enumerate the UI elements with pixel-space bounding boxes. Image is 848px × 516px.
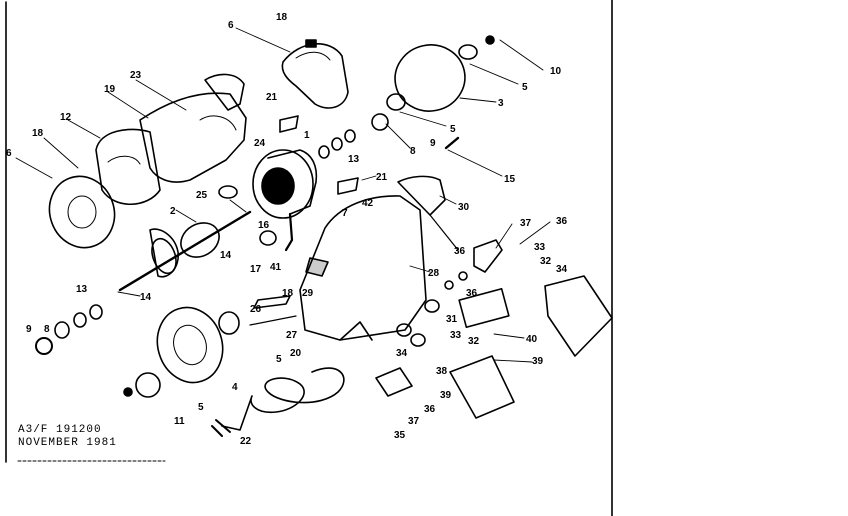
switch-cover-lower — [449, 355, 515, 419]
callout-41: 41 — [270, 262, 282, 273]
callout-36: 36 — [556, 216, 568, 227]
switch-cover-upper — [544, 275, 613, 357]
callout-34: 34 — [556, 264, 568, 275]
callout-36: 36 — [454, 246, 466, 257]
guard-housing — [139, 92, 247, 183]
callout-16: 16 — [258, 220, 270, 231]
callout-9: 9 — [26, 324, 32, 335]
switch-bracket — [473, 239, 503, 273]
callout-36: 36 — [466, 288, 478, 299]
callout-39: 39 — [532, 356, 544, 367]
callout-1: 1 — [304, 130, 310, 141]
callout-23: 23 — [130, 70, 142, 81]
callout-7: 7 — [342, 208, 348, 219]
callout-19: 19 — [104, 84, 116, 95]
callout-21: 21 — [266, 92, 278, 103]
callout-20: 20 — [290, 348, 302, 359]
callout-38: 38 — [436, 366, 448, 377]
callout-37: 37 — [520, 218, 532, 229]
callout-37: 37 — [408, 416, 420, 427]
motor-rotor — [180, 222, 220, 258]
callout-26: 26 — [250, 304, 262, 315]
callout-39: 39 — [440, 390, 452, 401]
callout-33: 33 — [534, 242, 546, 253]
callout-18: 18 — [32, 128, 44, 139]
callout-27: 27 — [286, 330, 298, 341]
callout-15: 15 — [504, 174, 516, 185]
callout-9: 9 — [430, 138, 436, 149]
right-grinding-wheel — [394, 44, 466, 112]
callout-36: 36 — [424, 404, 436, 415]
callout-12: 12 — [60, 112, 72, 123]
part-callouts: 18 6 10 5 3 23 19 12 18 6 21 1 24 9 8 5 … — [6, 12, 568, 447]
callout-18: 18 — [276, 12, 288, 23]
motor-stator — [252, 149, 314, 219]
document-date: NOVEMBER 1981 — [18, 437, 117, 449]
callout-13: 13 — [348, 154, 360, 165]
callout-33: 33 — [450, 330, 462, 341]
callout-5: 5 — [276, 354, 282, 365]
callout-30: 30 — [458, 202, 470, 213]
callout-11: 11 — [174, 416, 185, 427]
callout-3: 3 — [498, 98, 504, 109]
document-code: A3/F 191200 — [18, 424, 102, 436]
callout-8: 8 — [44, 324, 50, 335]
callout-5: 5 — [450, 124, 456, 135]
left-grinding-wheel — [48, 175, 116, 249]
callout-22: 22 — [240, 436, 252, 447]
callout-40: 40 — [526, 334, 538, 345]
callout-14: 14 — [140, 292, 152, 303]
callout-13: 13 — [76, 284, 88, 295]
callout-32: 32 — [540, 256, 552, 267]
callout-18: 18 — [282, 288, 294, 299]
callout-21: 21 — [376, 172, 388, 183]
callout-5: 5 — [198, 402, 204, 413]
callout-34: 34 — [396, 348, 408, 359]
left-wheel-guard — [95, 128, 161, 205]
callout-14: 14 — [220, 250, 232, 261]
callout-25: 25 — [196, 190, 208, 201]
switch-plate — [458, 287, 510, 329]
motor-base-housing — [299, 195, 427, 341]
callout-32: 32 — [468, 336, 480, 347]
callout-17: 17 — [250, 264, 262, 275]
callout-4: 4 — [232, 382, 238, 393]
callout-42: 42 — [362, 198, 374, 209]
rotor-shaft — [118, 210, 252, 292]
callout-2: 2 — [170, 206, 176, 217]
callout-6: 6 — [228, 20, 234, 31]
power-cord — [221, 367, 345, 431]
callout-24: 24 — [254, 138, 266, 149]
callout-6: 6 — [6, 148, 12, 159]
callout-8: 8 — [410, 146, 416, 157]
callout-10: 10 — [550, 66, 562, 77]
bottom-grinding-wheel — [156, 306, 224, 384]
upper-wheel-guard — [281, 43, 349, 109]
callout-29: 29 — [302, 288, 314, 299]
callout-28: 28 — [428, 268, 440, 279]
callout-5: 5 — [522, 82, 528, 93]
callout-31: 31 — [446, 314, 458, 325]
callout-35: 35 — [394, 430, 406, 441]
